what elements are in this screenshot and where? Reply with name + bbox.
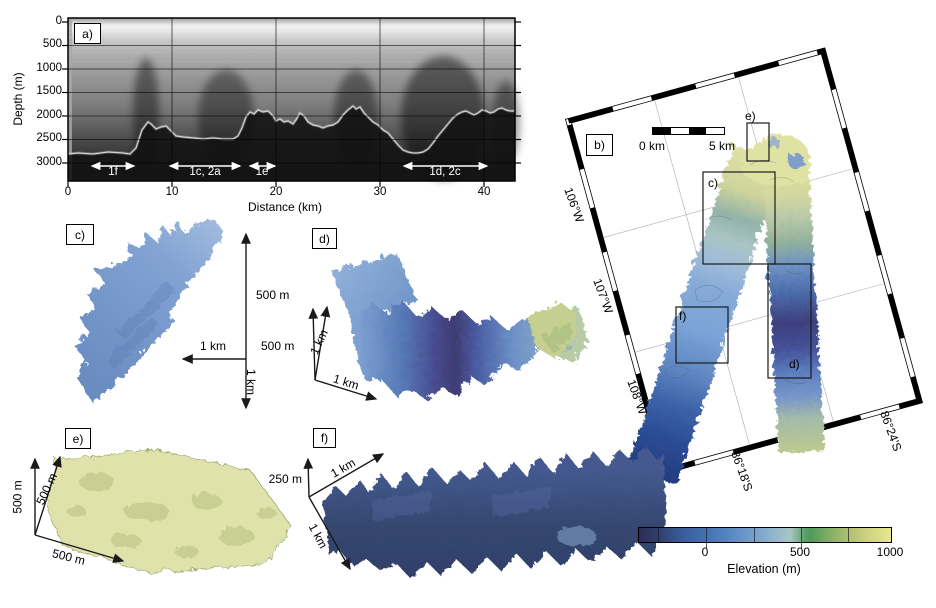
surface-e	[44, 447, 291, 573]
ytick-500: 500	[42, 38, 62, 50]
surface-c-shape	[73, 216, 221, 400]
distance-axis-title: Distance (km)	[247, 200, 322, 214]
ytick-0: 0	[55, 15, 62, 27]
xtick-20: 20	[269, 186, 283, 198]
scale-seg-3	[688, 128, 707, 134]
surface-e-axes	[30, 455, 125, 563]
bathymetry-swath	[547, 133, 823, 483]
surface-c-vertical-scale: 500 m	[256, 288, 290, 302]
colorbar-divider	[658, 528, 659, 542]
surface-f	[322, 445, 665, 578]
panel-c-label-text: c)	[75, 227, 85, 242]
surface-f-shape	[322, 445, 665, 578]
map-inset-label-f: f)	[679, 309, 687, 323]
colorbar-label-1000: 1000	[876, 545, 904, 559]
grid-lines	[68, 18, 515, 181]
inset-box-f	[675, 306, 729, 364]
surface-e-axis-lines	[30, 455, 125, 563]
scale-label-0km: 0 km	[638, 139, 665, 153]
map-inset-label-d: d)	[789, 357, 800, 371]
map-scale-bar	[652, 127, 725, 135]
surface-d-axis-lines	[308, 305, 378, 401]
annotation-1e: 1e	[255, 166, 269, 178]
colorbar-tick-500	[801, 543, 802, 548]
colorbar-label-500: 500	[789, 545, 811, 559]
ytick-2500: 2500	[36, 132, 62, 144]
surface-f-axes	[303, 453, 385, 571]
annotation-1c2a: 1c, 2a	[189, 166, 221, 178]
surface-e-vertical-scale: 500 m	[10, 480, 25, 514]
surface-d	[330, 252, 575, 398]
surface-d-yellow-end	[525, 300, 575, 358]
surface-e-shape	[44, 447, 291, 573]
bed-reflector-line	[67, 105, 515, 155]
colorbar-divider	[801, 528, 802, 542]
annotation-1d2c: 1d, 2c	[429, 166, 461, 178]
panel-c-label: c)	[66, 224, 94, 245]
plot-frame	[67, 17, 516, 182]
surface-f-axis-lines	[303, 453, 385, 571]
surface-d-shape	[330, 252, 575, 398]
surface-c-depth-scale: 1 km	[244, 368, 259, 396]
scale-seg-4	[706, 128, 724, 134]
panel-a-label-text: a)	[82, 26, 93, 41]
surface-c-horizontal-scale: 1 km	[199, 339, 226, 353]
depth-axis-title: Depth (m)	[11, 72, 25, 126]
apex-blue-patch-2	[766, 137, 780, 147]
scale-seg-2	[670, 128, 689, 134]
panel-e-label-text: e)	[72, 431, 84, 446]
panel-d-label-text: d)	[319, 231, 330, 246]
map-inset-boxes	[675, 122, 812, 379]
surface-c-axes	[181, 232, 251, 410]
surface-c	[73, 216, 221, 400]
contour-lines	[664, 160, 808, 384]
map-inset-label-c: c)	[708, 176, 718, 190]
radargram-left-gap	[68, 18, 72, 181]
annotation-1f: 1f	[108, 166, 118, 178]
elevation-colorbar	[638, 527, 892, 548]
colorbar-tick-0	[706, 543, 707, 548]
panel-d-label: d)	[312, 228, 337, 249]
surface-d-vertical-scale: 500 m	[261, 339, 295, 353]
ytick-1500: 1500	[36, 85, 62, 97]
panel-b-label: b)	[586, 134, 613, 156]
colorbar-title: Elevation (m)	[727, 562, 801, 576]
surface-d-axes	[308, 305, 378, 401]
scale-label-5km: 5 km	[708, 139, 735, 153]
radargram-plot	[62, 17, 521, 187]
swath-left-branch	[625, 144, 782, 483]
axis-ticks	[62, 21, 521, 187]
ytick-1000: 1000	[36, 62, 62, 74]
map-inset-label-e: e)	[745, 109, 756, 123]
inset-box-e	[746, 122, 770, 162]
panel-f-label-text: f)	[320, 431, 329, 445]
panel-e-label: e)	[65, 428, 91, 449]
surface-f-vertical-scale: 250 m	[268, 472, 302, 486]
swath-right-branch	[760, 149, 823, 451]
panel-f-label: f)	[313, 428, 336, 448]
colorbar-label-0: 0	[701, 545, 709, 559]
xtick-30: 30	[373, 186, 387, 198]
scale-seg-1	[653, 128, 671, 134]
ytick-3000: 3000	[36, 156, 62, 168]
colorbar-divider	[706, 528, 707, 542]
panel-b-label-text: b)	[594, 138, 605, 152]
panel-a-label: a)	[74, 23, 101, 44]
surface-c-axis-lines	[181, 232, 251, 410]
xtick-40: 40	[477, 186, 491, 198]
colorbar-divider	[848, 528, 849, 542]
xtick-0: 0	[64, 186, 72, 198]
inset-box-c	[702, 171, 776, 265]
apex-blue-patch	[786, 153, 804, 167]
ytick-2000: 2000	[36, 109, 62, 121]
inset-box-d	[767, 263, 812, 379]
surface-f-light-patch	[555, 525, 595, 545]
xtick-10: 10	[165, 186, 179, 198]
colorbar-divider	[754, 528, 755, 542]
map-panel	[547, 47, 924, 483]
surface-e-mottle	[65, 471, 275, 556]
